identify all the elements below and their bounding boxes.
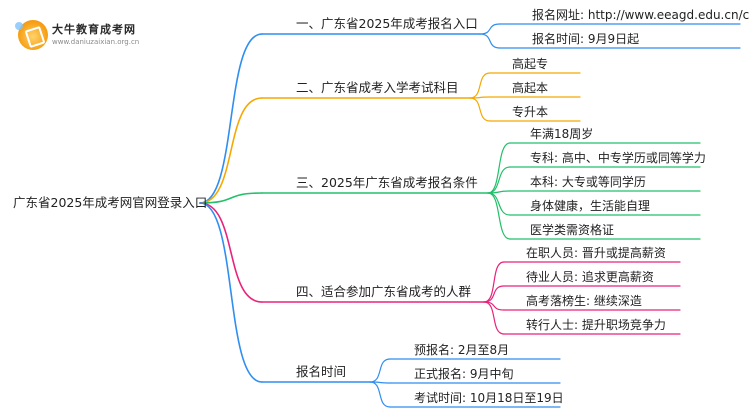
leaf-5-2: 正式报名: 9月中旬 xyxy=(414,367,514,381)
branch-2-curve xyxy=(199,97,263,204)
leaf-2-2: 高起本 xyxy=(512,81,549,95)
leaf-3-4: 身体健康，生活能自理 xyxy=(530,199,651,213)
leaf-4-1-connector xyxy=(483,261,505,303)
branch-4-curve xyxy=(199,202,263,303)
leaf-1-1: 报名网址: http://www.eeagd.edu.cn/cr xyxy=(532,8,750,22)
branch-3-curve xyxy=(199,192,263,204)
branch-2-label: 二、广东省成考入学考试科目 xyxy=(296,80,459,95)
leaf-2-1-connector xyxy=(469,72,491,99)
leaf-3-4-connector xyxy=(487,192,511,216)
leaf-1-1-connector xyxy=(479,23,501,35)
root-topic: 广东省2025年成考网官网登录入口 xyxy=(13,195,208,210)
leaf-4-2-connector xyxy=(483,285,505,303)
branch-1-curve xyxy=(199,33,263,204)
leaf-3-2-connector xyxy=(487,166,511,194)
leaf-5-3: 考试时间: 10月18日至19日 xyxy=(414,391,564,405)
leaf-3-5-connector xyxy=(487,192,511,240)
logo-icon xyxy=(15,20,48,50)
leaf-5-3-connector xyxy=(369,381,391,408)
branch-4-label: 四、适合参加广东省成考的人群 xyxy=(296,284,472,299)
leaf-4-4-connector xyxy=(483,301,505,335)
leaf-2-1: 高起专 xyxy=(512,57,549,71)
leaf-5-1: 预报名: 2月至8月 xyxy=(414,343,510,357)
logo-url: www.daniuzaixian.org.cn xyxy=(52,38,140,46)
leaf-2-3: 专升本 xyxy=(512,105,549,119)
branch-3-label: 三、2025年广东省成考报名条件 xyxy=(296,175,478,190)
leaf-3-2: 专科: 高中、中专学历或同等学力 xyxy=(530,151,706,165)
leaf-4-1: 在职人员: 晋升或提高薪资 xyxy=(526,246,666,260)
logo-name: 大牛教育成考网 xyxy=(52,23,136,36)
branch-1-label: 一、广东省2025年成考报名入口 xyxy=(296,16,478,31)
branch-5-curve xyxy=(199,202,263,383)
leaf-4-4: 转行人士: 提升职场竞争力 xyxy=(526,318,666,332)
leaf-3-1-connector xyxy=(487,142,511,194)
leaf-1-2-connector xyxy=(479,33,501,49)
leaf-1-2: 报名时间: 9月9日起 xyxy=(532,32,640,46)
leaf-3-1: 年满18周岁 xyxy=(530,127,594,141)
site-logo: 大牛教育成考网 www.daniuzaixian.org.cn xyxy=(14,14,164,54)
branch-5-label: 报名时间 xyxy=(296,364,347,379)
leaf-3-3: 本科: 大专或等同学历 xyxy=(530,175,646,189)
leaf-4-3: 高考落榜生: 继续深造 xyxy=(526,294,642,308)
leaf-4-2: 待业人员: 追求更高薪资 xyxy=(526,270,654,284)
leaf-5-1-connector xyxy=(369,358,391,383)
leaf-3-5: 医学类需资格证 xyxy=(530,223,615,237)
leaf-2-3-connector xyxy=(469,97,491,122)
